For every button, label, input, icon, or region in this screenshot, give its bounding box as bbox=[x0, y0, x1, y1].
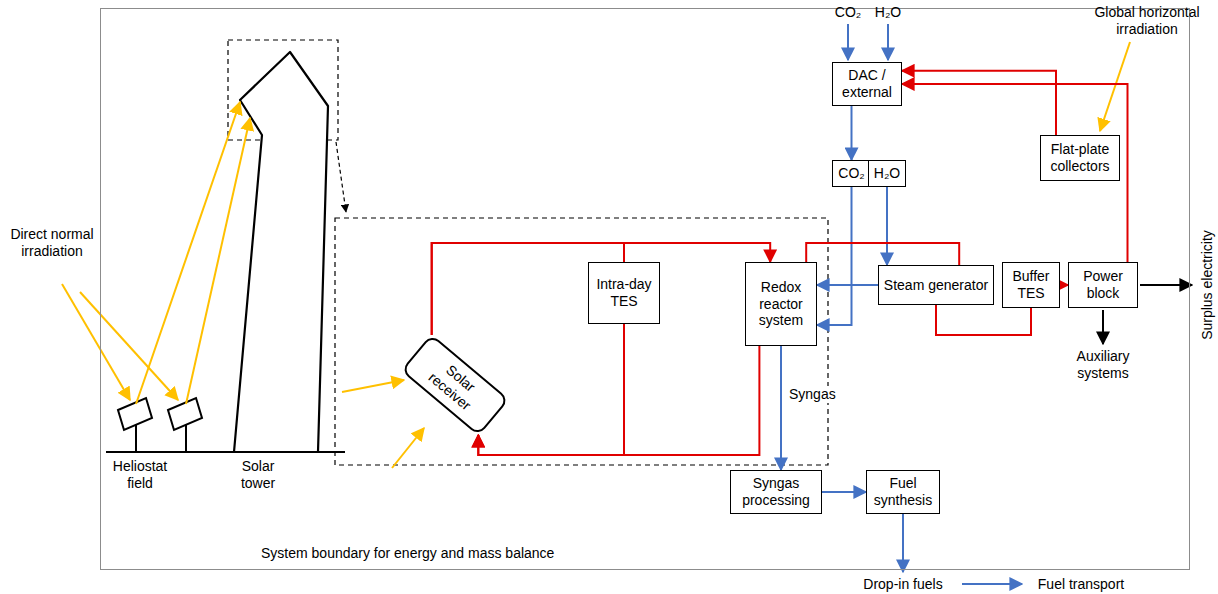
h2o-input bbox=[887, 24, 889, 60]
process-box: DAC / external bbox=[832, 62, 902, 106]
mass-flow bbox=[822, 491, 866, 493]
heat-flow bbox=[902, 71, 1056, 135]
mass-flow bbox=[886, 187, 888, 265]
heat-flow bbox=[432, 243, 771, 335]
heat-flow bbox=[478, 324, 624, 455]
global-ray bbox=[1100, 42, 1130, 131]
solar-tower bbox=[234, 52, 328, 452]
mass-flow bbox=[817, 284, 878, 286]
output-label: Drop-in fuels bbox=[858, 576, 948, 593]
reactor-box: Redox reactor system bbox=[745, 262, 817, 346]
box-label: Redox reactor system bbox=[750, 279, 812, 329]
mass-flow bbox=[851, 106, 853, 160]
irradiation-label: Global horizontal irradiation bbox=[1082, 4, 1212, 38]
auxiliary-output bbox=[1102, 310, 1104, 344]
box-label: Solar receiver bbox=[415, 348, 495, 423]
input-label: CO₂ bbox=[830, 4, 866, 21]
solar-receiver: Solar receiver bbox=[402, 335, 508, 435]
sun-ray bbox=[62, 284, 130, 400]
sun-ray bbox=[80, 292, 178, 400]
transport-arrow bbox=[962, 583, 1022, 585]
storage-box: Buffer TES bbox=[1002, 262, 1060, 308]
fuel-output bbox=[902, 514, 904, 572]
heat-flow bbox=[902, 84, 1128, 262]
output-label: Surplus electricity bbox=[1199, 230, 1216, 340]
concentrated-ray bbox=[342, 380, 404, 392]
process-box: Steam generator bbox=[878, 265, 994, 305]
box-label: Steam generator bbox=[884, 277, 988, 294]
reflected-ray bbox=[186, 118, 250, 404]
reflected-ray bbox=[136, 102, 240, 404]
boundary-label: System boundary for energy and mass bala… bbox=[261, 545, 554, 562]
box-label: Buffer TES bbox=[1007, 268, 1055, 302]
output-label: Auxiliary systems bbox=[1063, 348, 1143, 382]
heat-flow bbox=[806, 243, 959, 265]
electricity-output bbox=[1140, 284, 1192, 286]
box-label: Fuel synthesis bbox=[871, 475, 935, 509]
dashed-zoom-box bbox=[335, 218, 828, 465]
storage-box: Intra-day TES bbox=[588, 262, 660, 324]
heliostat-pole bbox=[135, 424, 137, 452]
heliostat-pole bbox=[185, 424, 187, 452]
part-label: Heliostat field bbox=[100, 458, 180, 492]
heat-flow bbox=[1060, 284, 1068, 286]
heat-flow bbox=[936, 305, 1031, 335]
part-label: Solar tower bbox=[228, 458, 288, 492]
output-label: Fuel transport bbox=[1026, 576, 1136, 593]
flow-label: Syngas bbox=[787, 386, 838, 403]
receiver-text: Solar receiver bbox=[382, 313, 527, 458]
box-label: H₂O bbox=[874, 165, 900, 182]
receiver-shape bbox=[402, 335, 508, 435]
process-box: Power block bbox=[1068, 262, 1138, 308]
input-label: H₂O bbox=[868, 4, 908, 21]
box-label: Flat-plate collectors bbox=[1045, 141, 1115, 175]
box-label: DAC / external bbox=[837, 67, 897, 101]
mass-flow bbox=[817, 187, 852, 325]
box-label: Power block bbox=[1073, 268, 1133, 302]
box-label: CO₂ bbox=[838, 165, 864, 182]
heat-flow bbox=[478, 346, 759, 455]
irradiation-label: Direct normal irradiation bbox=[8, 226, 96, 260]
stream-box: H₂O bbox=[868, 160, 906, 187]
process-box: Fuel synthesis bbox=[866, 470, 940, 514]
co2-input bbox=[847, 24, 849, 60]
mass-flow bbox=[780, 346, 782, 470]
process-box: Syngas processing bbox=[730, 470, 822, 514]
stream-box: CO₂ bbox=[832, 160, 871, 187]
zoom-arrow bbox=[336, 142, 346, 212]
box-label: Intra-day TES bbox=[593, 276, 655, 310]
box-label: Syngas processing bbox=[735, 475, 817, 509]
process-box: Flat-plate collectors bbox=[1040, 135, 1120, 181]
concentrated-ray bbox=[392, 428, 424, 468]
